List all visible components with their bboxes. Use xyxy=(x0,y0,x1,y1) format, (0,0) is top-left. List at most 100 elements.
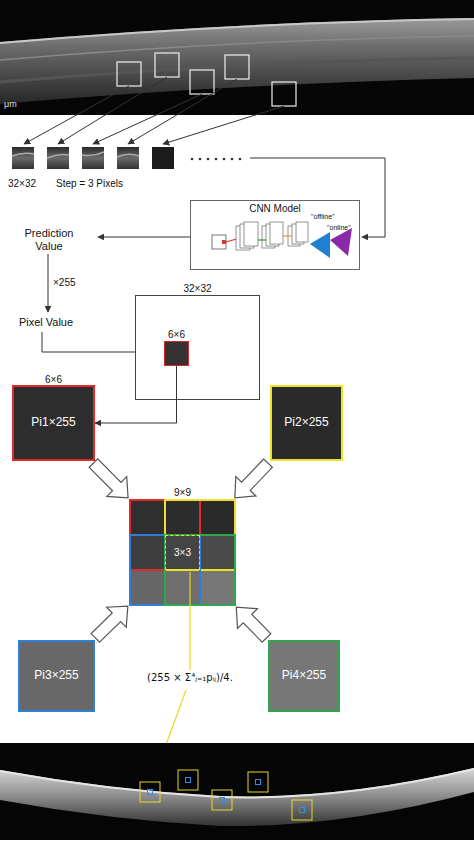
operation-label: ×255 xyxy=(53,277,93,289)
leader-arrow xyxy=(58,77,167,144)
grid-cell xyxy=(130,570,165,605)
result-window xyxy=(292,800,312,820)
step-label: Step = 3 Pixels xyxy=(56,178,166,190)
image-patch xyxy=(152,147,174,169)
oct-scan xyxy=(0,0,474,115)
conv-layer xyxy=(296,222,308,242)
grid-cell xyxy=(130,535,165,570)
ellipsis-dot xyxy=(223,158,226,161)
flow-arrow xyxy=(98,237,190,238)
leader-arrow xyxy=(24,86,129,144)
result-pixel xyxy=(256,780,261,785)
sample-window xyxy=(272,82,296,106)
retina-layer xyxy=(0,36,474,60)
input-layer xyxy=(212,235,226,249)
node-label: Pi4×255 xyxy=(270,642,338,710)
grid-cell xyxy=(200,535,235,570)
retina-layer xyxy=(0,19,474,43)
node-label: 3×3 xyxy=(166,536,199,569)
merge-grid: 9×93×3 xyxy=(130,500,235,605)
node-heading: 6×6 xyxy=(0,374,113,386)
output-layer xyxy=(330,228,352,256)
window-box: 32×326×6 xyxy=(135,295,260,400)
patch-texture xyxy=(47,154,69,158)
result-pixel xyxy=(220,798,225,803)
formula: (255 × Σ⁴ⱼ₌₁pᵢⱼ)/4. xyxy=(120,672,260,684)
block-arrow xyxy=(235,459,273,498)
sample-window xyxy=(117,62,141,86)
flow-arrow xyxy=(48,254,49,312)
image-patch xyxy=(82,147,104,169)
prediction-patch: 6×6Pi1×255 xyxy=(12,385,95,461)
step-label: Prediction Value xyxy=(12,227,86,252)
kernel xyxy=(222,240,226,244)
leader-arrow xyxy=(128,79,237,144)
block-arrow xyxy=(236,607,271,642)
patch-texture xyxy=(117,154,139,157)
ellipsis-dot xyxy=(207,158,210,161)
layer-link xyxy=(283,235,292,236)
model-box: CNN Model xyxy=(190,200,360,270)
sample-window xyxy=(225,55,249,79)
mode-label: "online" xyxy=(327,224,371,232)
step-label: Pixel Value xyxy=(6,316,86,329)
sample-window xyxy=(190,70,214,94)
leader-arrow xyxy=(163,106,284,144)
mode-label: "offline" xyxy=(311,213,355,221)
ellipsis-dot xyxy=(231,158,234,161)
patch-outline xyxy=(165,535,235,605)
node-heading: 9×9 xyxy=(110,487,255,499)
result-window xyxy=(140,782,160,802)
grid-cell xyxy=(165,500,200,535)
image-patch xyxy=(47,147,69,169)
overlap-cell: 3×3 xyxy=(165,535,200,570)
block-arrow xyxy=(91,606,128,642)
retina-band xyxy=(0,18,474,104)
node-label: CNN Model xyxy=(191,203,359,215)
ellipsis-dot xyxy=(199,158,202,161)
grid-cell xyxy=(200,570,235,605)
elbow-arrow xyxy=(95,366,177,423)
patch-texture xyxy=(12,153,34,156)
layer-link xyxy=(258,239,266,240)
node-label: Pi3×255 xyxy=(20,642,93,710)
result-window xyxy=(248,772,268,792)
image-patch xyxy=(117,147,139,169)
grid-cell xyxy=(200,500,235,535)
node-label: Pi1×255 xyxy=(14,387,93,459)
oct-scan xyxy=(0,743,474,840)
node-heading: 6×6 xyxy=(145,329,208,341)
size-label: 32×32 xyxy=(8,178,52,190)
node-heading: 32×32 xyxy=(116,283,279,295)
prediction-patch: Pi4×255 xyxy=(268,640,340,712)
grid-cell xyxy=(165,535,200,570)
grid-cell xyxy=(130,500,165,535)
conv-layer xyxy=(244,222,258,246)
grid-cell xyxy=(165,570,200,605)
result-window xyxy=(212,790,232,810)
patch-texture xyxy=(82,152,104,156)
center-patch: 6×6 xyxy=(164,341,189,366)
prediction-patch: Pi3×255 xyxy=(18,640,95,712)
prediction-patch: Pi2×255 xyxy=(270,385,343,461)
leader-line xyxy=(189,572,190,670)
image-patch xyxy=(12,147,34,169)
ellipsis-dot xyxy=(191,158,194,161)
result-pixel xyxy=(300,808,305,813)
ellipsis-dot xyxy=(215,158,218,161)
result-pixel xyxy=(148,790,153,795)
result-pixel xyxy=(186,778,191,783)
sample-window xyxy=(155,53,179,77)
ellipsis-dot xyxy=(239,158,242,161)
unit-label: μm xyxy=(4,99,28,109)
dense-layer xyxy=(310,232,330,258)
result-window xyxy=(178,770,198,790)
node-label: Pi2×255 xyxy=(272,387,341,459)
conv-layer xyxy=(270,222,283,244)
block-arrow xyxy=(89,459,128,498)
retina-band xyxy=(0,768,474,826)
retina-layer xyxy=(0,769,474,797)
